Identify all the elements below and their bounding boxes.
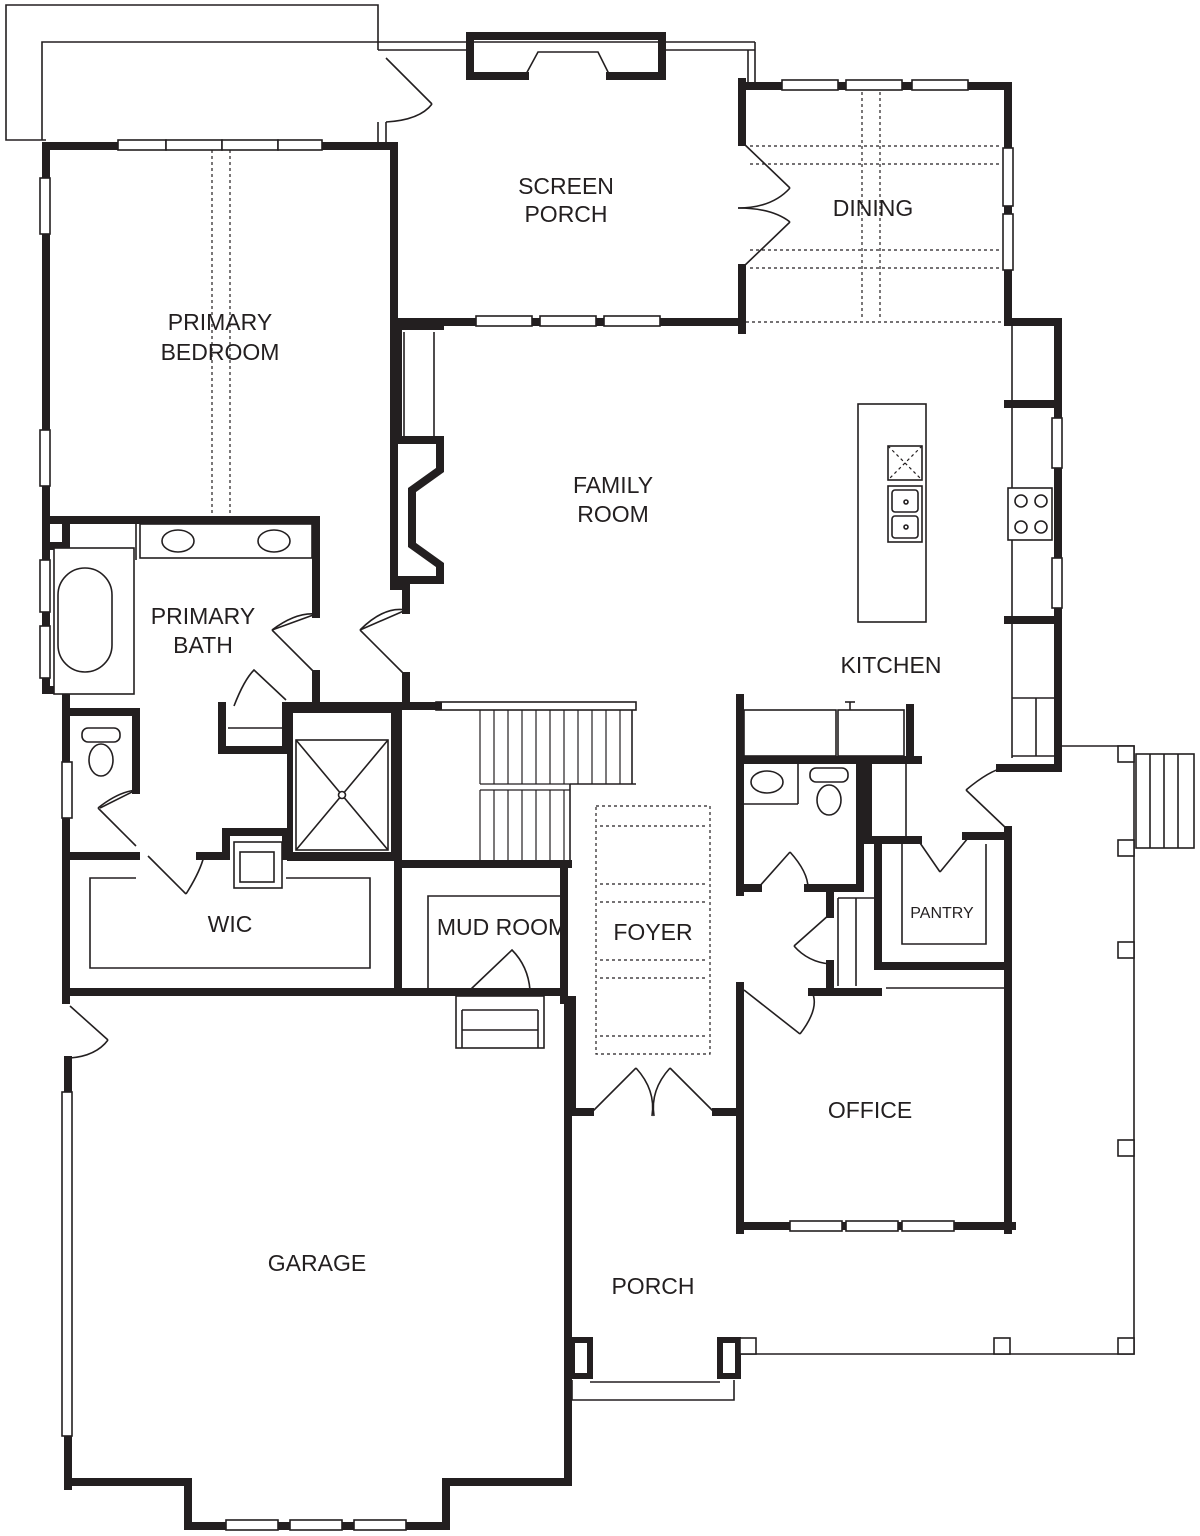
primary-bedroom-label-line2: BEDROOM [161,339,280,365]
screen-porch-label-line1: SCREEN [518,173,614,199]
shower [287,707,397,861]
garage-structure [61,996,572,1531]
screen-porch-label-line2: PORCH [524,201,607,227]
office-structure [736,982,1016,1234]
primary-bath-label-line2: BATH [173,632,233,658]
wic-structure [62,828,566,1004]
foyer-label: FOYER [613,919,692,945]
room-labels: SCREEN PORCH DINING PRIMARY BEDROOM FAMI… [151,173,974,1299]
mud-room-structure [427,860,568,1049]
wic-label: WIC [208,911,253,937]
kitchen-label: KITCHEN [841,652,942,678]
family-room-label-line1: FAMILY [573,472,653,498]
fireplace [390,322,444,584]
porch-structure [569,745,1195,1401]
family-room-label-line2: ROOM [577,501,649,527]
mud-room-label: MUD ROOM [437,914,567,940]
foyer-structure [568,805,740,1117]
office-label: OFFICE [828,1097,912,1123]
terrace-outline [5,4,756,141]
hall-structure [282,582,442,994]
dining-structure [738,79,1062,408]
dining-label: DINING [833,195,914,221]
primary-bedroom-label-line1: PRIMARY [168,309,272,335]
garage-label: GARAGE [268,1250,366,1276]
porch-label: PORCH [611,1273,694,1299]
stairs [394,701,637,868]
pantry-structure [793,756,1012,1234]
powder-room [736,756,864,896]
primary-bath-structure [39,516,320,864]
kitchen-structure [736,322,1063,772]
screen-porch-structure [377,32,791,334]
pantry-label: PANTRY [910,905,974,922]
primary-bath-label-line1: PRIMARY [151,603,255,629]
